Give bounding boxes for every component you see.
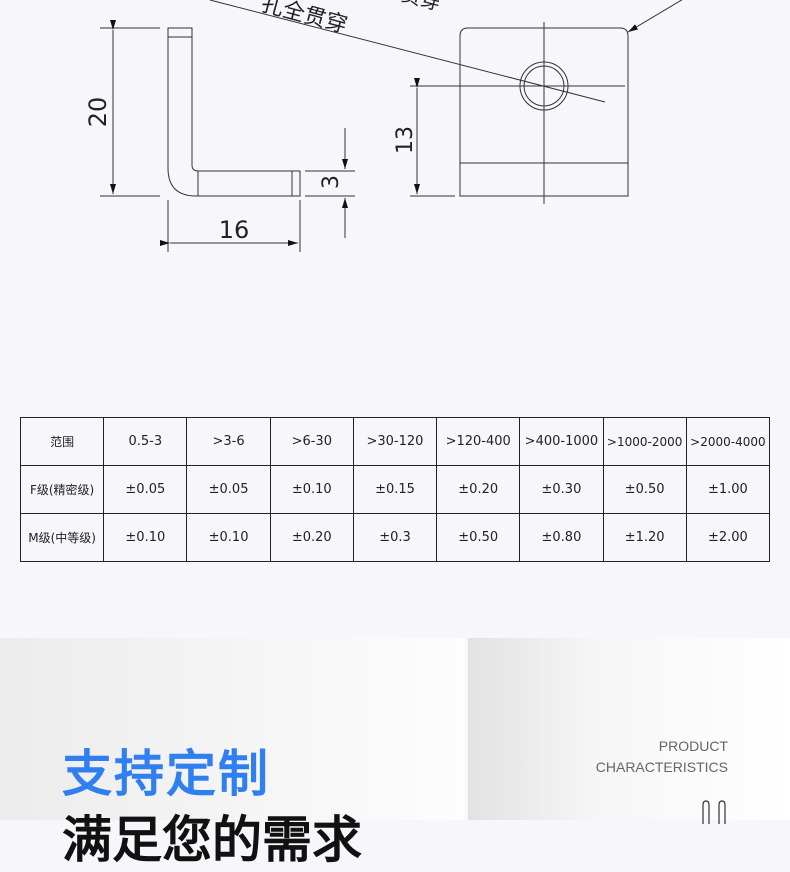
hole-note-2: 贯穿 [399,0,444,15]
bracket-front-view [209,0,683,204]
table-cell: F级(精密级) [19,465,105,514]
en-label-line1: PRODUCT [658,738,728,754]
table-cell: ±0.30 [519,465,604,514]
table-cell: ±0.10 [269,465,354,514]
banner-right-panel [468,638,790,820]
table-cell: ±0.50 [436,513,521,562]
table-cell: ±1.00 [685,465,771,514]
dim-length-label: 16 [219,216,250,244]
table-cell: ±0.20 [269,513,354,562]
table-cell: ±0.20 [436,465,521,514]
table-cell: >400-1000 [519,417,604,466]
banner-subtitle: 满足您的需求 [62,811,362,869]
tolerance-table: 范围 0.5-3 >3-6 >6-30 >30-120 >120-400 >40… [19,417,771,562]
table-header-row: 范围 0.5-3 >3-6 >6-30 >30-120 >120-400 >40… [19,417,771,466]
table-cell: ±2.00 [685,513,771,562]
dim-height-label: 20 [84,97,112,128]
table-cell: 0.5-3 [103,417,188,466]
table-cell: ±0.05 [103,465,188,514]
table-cell: >6-30 [269,417,354,466]
table-cell: ±0.10 [186,513,271,562]
dim-thickness-label: 3 [319,175,344,189]
table-cell: M级(中等级) [19,513,105,562]
table-cell: 范围 [19,417,105,466]
table-cell: >3-6 [186,417,271,466]
en-label-line2: CHARACTERISTICS [595,759,728,775]
bracket-side-view [100,20,355,252]
table-row: F级(精密级) ±0.05 ±0.05 ±0.10 ±0.15 ±0.20 ±0… [19,465,771,514]
scroll-mouse-icon [702,800,726,824]
dim-hole-label: 13 [393,126,418,154]
table-cell: >1000-2000 [602,417,687,466]
table-cell: ±0.3 [352,513,438,562]
banner-left-panel [0,638,465,820]
banner-title: 支持定制 [62,745,270,803]
table-cell: ±0.10 [103,513,188,562]
table-cell: ±0.80 [519,513,604,562]
table-cell: >30-120 [352,417,438,466]
hole-note: 孔全贯穿 [258,0,349,39]
table-cell: ±0.50 [602,465,687,514]
table-cell: ±1.20 [602,513,687,562]
table-cell: ±0.05 [186,465,271,514]
table-row: M级(中等级) ±0.10 ±0.10 ±0.20 ±0.3 ±0.50 ±0.… [19,513,771,562]
table-cell: ±0.15 [352,465,438,514]
customization-banner: 支持定制 满足您的需求 PRODUCT CHARACTERISTICS [0,638,790,869]
table-cell: >120-400 [436,417,521,466]
table-cell: >2000-4000 [685,417,771,466]
technical-drawing: 20 16 3 13 孔全贯穿 贯穿 [84,0,683,252]
